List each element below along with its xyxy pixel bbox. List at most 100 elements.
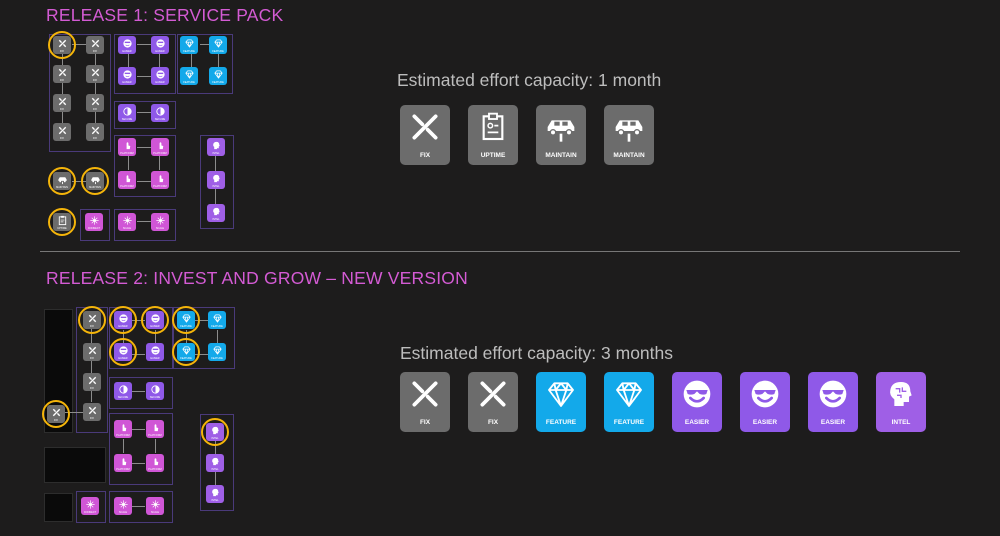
mini-scale-tile: SCALE — [146, 497, 164, 515]
feature-group-box — [177, 34, 233, 94]
mini-security-tile: SECURE — [114, 382, 132, 400]
easier-icon — [749, 378, 781, 415]
highlight-ring — [78, 306, 106, 334]
feature-icon — [545, 378, 577, 415]
mini-platform-tile: PLATFORM — [118, 138, 136, 156]
fix-icon — [409, 378, 441, 415]
easier-icon — [817, 378, 849, 415]
release1-effort: Estimated effort capacity: 1 month — [397, 70, 662, 90]
mini-feature-tile: FEATURE — [208, 343, 226, 361]
easier-group-box — [109, 307, 173, 369]
mini-fix-tile: FIX — [83, 373, 101, 391]
effort-tile-label: INTEL — [891, 419, 911, 426]
highlight-ring — [141, 306, 169, 334]
release1-title: RELEASE 1: SERVICE PACK — [46, 5, 284, 25]
highlight-ring — [48, 31, 76, 59]
release2-roadmap-diagram: FIX FIX FIX FIX FIX EASIER EASIER EASIER… — [0, 0, 380, 536]
fix-effort-tile: FIX — [400, 372, 450, 432]
easier-group-box — [114, 34, 176, 94]
effort-tile-label: EASIER — [820, 419, 846, 426]
mini-security-tile: SECURE — [151, 104, 169, 122]
mini-fix-tile: FIX — [86, 36, 104, 54]
effort-tile-label: MAINTAIN — [545, 152, 577, 159]
release-divider — [40, 251, 960, 252]
effort-tile-label: FEATURE — [613, 419, 645, 426]
mini-platform-tile: PLATFORM — [114, 454, 132, 472]
mini-platform-tile: PLATFORM — [118, 171, 136, 189]
mini-fix-tile: FIX — [86, 94, 104, 112]
easier-effort-tile: EASIER — [808, 372, 858, 432]
effort-tile-label: FEATURE — [545, 419, 577, 426]
effort-tile-label: FIX — [419, 152, 431, 159]
mini-connect-tile: CONNECT — [85, 213, 103, 231]
maintain-effort-tile: MAINTAIN — [536, 105, 586, 165]
mini-feature-tile: FEATURE — [180, 36, 198, 54]
mini-intel-tile: INTEL — [206, 454, 224, 472]
mini-intel-tile: INTEL — [207, 204, 225, 222]
mini-easier-tile: EASIER — [118, 36, 136, 54]
feature-effort-tile: FEATURE — [536, 372, 586, 432]
mini-easier-tile: EASIER — [151, 67, 169, 85]
easier-effort-tile: EASIER — [740, 372, 790, 432]
mini-intel-tile: INTEL — [207, 171, 225, 189]
highlight-ring — [81, 167, 109, 195]
highlight-ring — [42, 400, 70, 428]
highlight-ring — [172, 338, 200, 366]
uptime-effort-tile: UPTIME — [468, 105, 518, 165]
mini-fix-tile: FIX — [53, 123, 71, 141]
mini-fix-tile: FIX — [53, 65, 71, 83]
mini-easier-tile: EASIER — [146, 343, 164, 361]
mini-feature-tile: FEATURE — [208, 311, 226, 329]
mini-fix-tile: FIX — [86, 65, 104, 83]
effort-tile-label: UPTIME — [480, 152, 506, 159]
dark-placeholder-block — [44, 493, 73, 522]
mini-platform-tile: PLATFORM — [151, 138, 169, 156]
mini-scale-tile: SCALE — [151, 213, 169, 231]
fix-effort-tile: FIX — [400, 105, 450, 165]
release1-tile-row: FIX UPTIME MAINTAIN MAINTAIN — [400, 105, 1000, 165]
connect-group-box — [76, 491, 106, 523]
mini-fix-tile: FIX — [83, 343, 101, 361]
scale-group-box — [109, 491, 173, 523]
connect-group-box — [80, 209, 110, 241]
mini-platform-tile: PLATFORM — [146, 420, 164, 438]
fix-icon — [409, 111, 441, 148]
mini-scale-tile: SCALE — [118, 213, 136, 231]
intel-group-box — [200, 414, 234, 511]
feature-icon — [613, 378, 645, 415]
effort-tile-label: EASIER — [752, 419, 778, 426]
mini-fix-tile: FIX — [86, 123, 104, 141]
effort-tile-label: EASIER — [684, 419, 710, 426]
mini-intel-tile: INTEL — [206, 485, 224, 503]
fix-group-box — [49, 34, 111, 152]
feature-effort-tile: FEATURE — [604, 372, 654, 432]
intel-effort-tile: INTEL — [876, 372, 926, 432]
mini-security-tile: SECURE — [146, 382, 164, 400]
mini-feature-tile: FEATURE — [209, 67, 227, 85]
maintain-icon — [545, 111, 577, 148]
mini-intel-tile: INTEL — [207, 138, 225, 156]
maintain-effort-tile: MAINTAIN — [604, 105, 654, 165]
highlight-ring — [48, 208, 76, 236]
feature-group-box — [173, 307, 235, 369]
security-group-box — [109, 377, 173, 409]
mini-scale-tile: SCALE — [114, 497, 132, 515]
mini-platform-tile: PLATFORM — [114, 420, 132, 438]
maintain-icon — [613, 111, 645, 148]
dark-placeholder-block — [44, 447, 106, 483]
platform-group-box — [109, 413, 173, 485]
security-group-box — [114, 101, 176, 129]
fix-effort-tile: FIX — [468, 372, 518, 432]
release1-roadmap-diagram: FIX FIX FIX FIX FIX FIX FIX FIX EASIER E… — [0, 0, 380, 250]
platform-group-box — [114, 135, 176, 197]
mini-security-tile: SECURE — [118, 104, 136, 122]
easier-icon — [681, 378, 713, 415]
mini-platform-tile: PLATFORM — [151, 171, 169, 189]
mini-platform-tile: PLATFORM — [146, 454, 164, 472]
effort-tile-label: FIX — [419, 419, 431, 426]
highlight-ring — [109, 338, 137, 366]
effort-tile-label: FIX — [487, 419, 499, 426]
mini-easier-tile: EASIER — [151, 36, 169, 54]
highlight-ring — [172, 306, 200, 334]
mini-feature-tile: FEATURE — [180, 67, 198, 85]
